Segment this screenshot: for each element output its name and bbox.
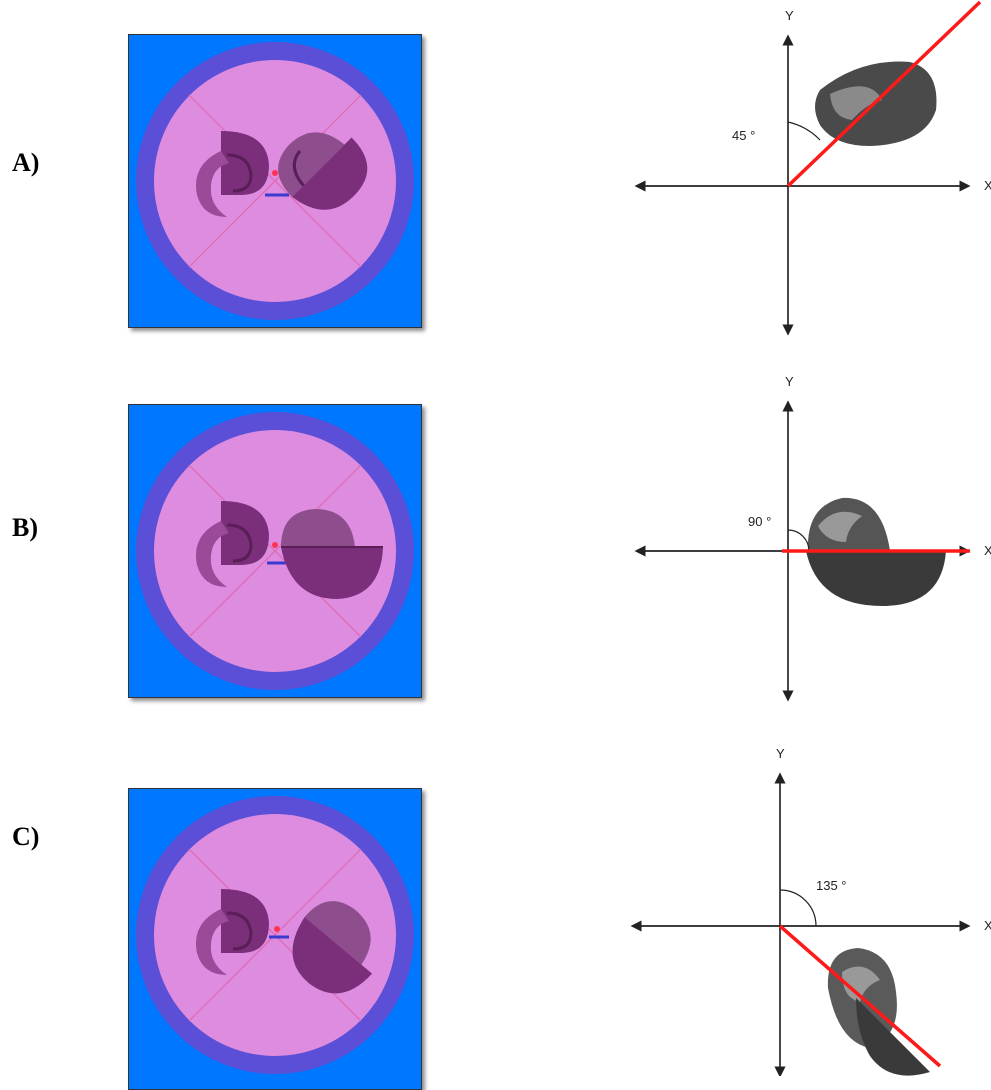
- row-label-c: C): [12, 822, 40, 851]
- left-shell: [196, 501, 269, 587]
- x-axis-label-c: X: [984, 918, 991, 933]
- blade-line-c: [778, 924, 942, 1068]
- turbine-diagram-b: [129, 405, 421, 697]
- right-shell: [281, 509, 383, 599]
- angle-label-b: 90 °: [748, 514, 771, 529]
- angle-diagram-a: Y X 45 °: [620, 0, 991, 340]
- right-shell: [292, 901, 373, 994]
- angle-label-c: 135 °: [816, 878, 847, 893]
- right-shell: [278, 132, 368, 210]
- turbine-view-c: [128, 788, 422, 1090]
- turbine-view-b: [128, 404, 422, 698]
- turbine-view-a: [128, 34, 422, 328]
- turbine-diagram-c: [129, 789, 421, 1089]
- row-label-a: A): [12, 148, 40, 177]
- x-axis-label-a: X: [984, 178, 991, 193]
- y-axis-label-b: Y: [785, 374, 794, 389]
- left-shell: [196, 889, 269, 975]
- row-label-b: B): [12, 513, 38, 542]
- left-shell: [196, 131, 269, 217]
- angle-diagram-b: Y X 90 °: [620, 366, 991, 706]
- turbine-diagram-a: [129, 35, 421, 327]
- blade-line-a: [786, 0, 982, 188]
- angle-label-a: 45 °: [732, 128, 755, 143]
- x-axis-label-b: X: [984, 543, 991, 558]
- y-axis-label-a: Y: [785, 8, 794, 23]
- shell-shape-b: [806, 497, 946, 606]
- y-axis-label-c: Y: [776, 746, 785, 761]
- angle-diagram-c: Y X 135 °: [620, 736, 991, 1076]
